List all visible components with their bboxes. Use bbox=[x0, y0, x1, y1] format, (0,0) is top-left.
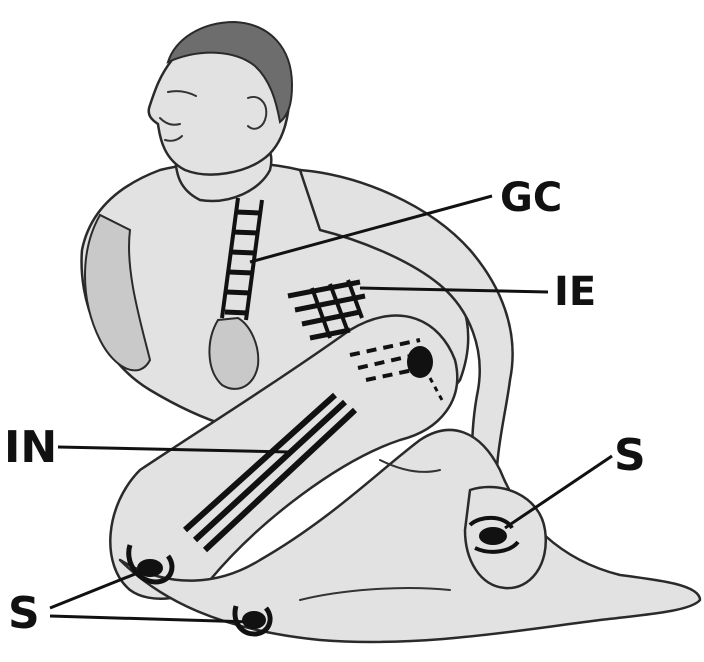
label-in: IN bbox=[4, 422, 57, 473]
label-s-right: S bbox=[614, 430, 646, 481]
seated-figure bbox=[82, 22, 700, 642]
hip-dot-marking bbox=[407, 346, 433, 378]
label-s-left: S bbox=[8, 588, 40, 639]
label-ie: IE bbox=[554, 269, 596, 315]
label-gc: GC bbox=[500, 175, 562, 221]
s-right-leader bbox=[505, 456, 612, 528]
